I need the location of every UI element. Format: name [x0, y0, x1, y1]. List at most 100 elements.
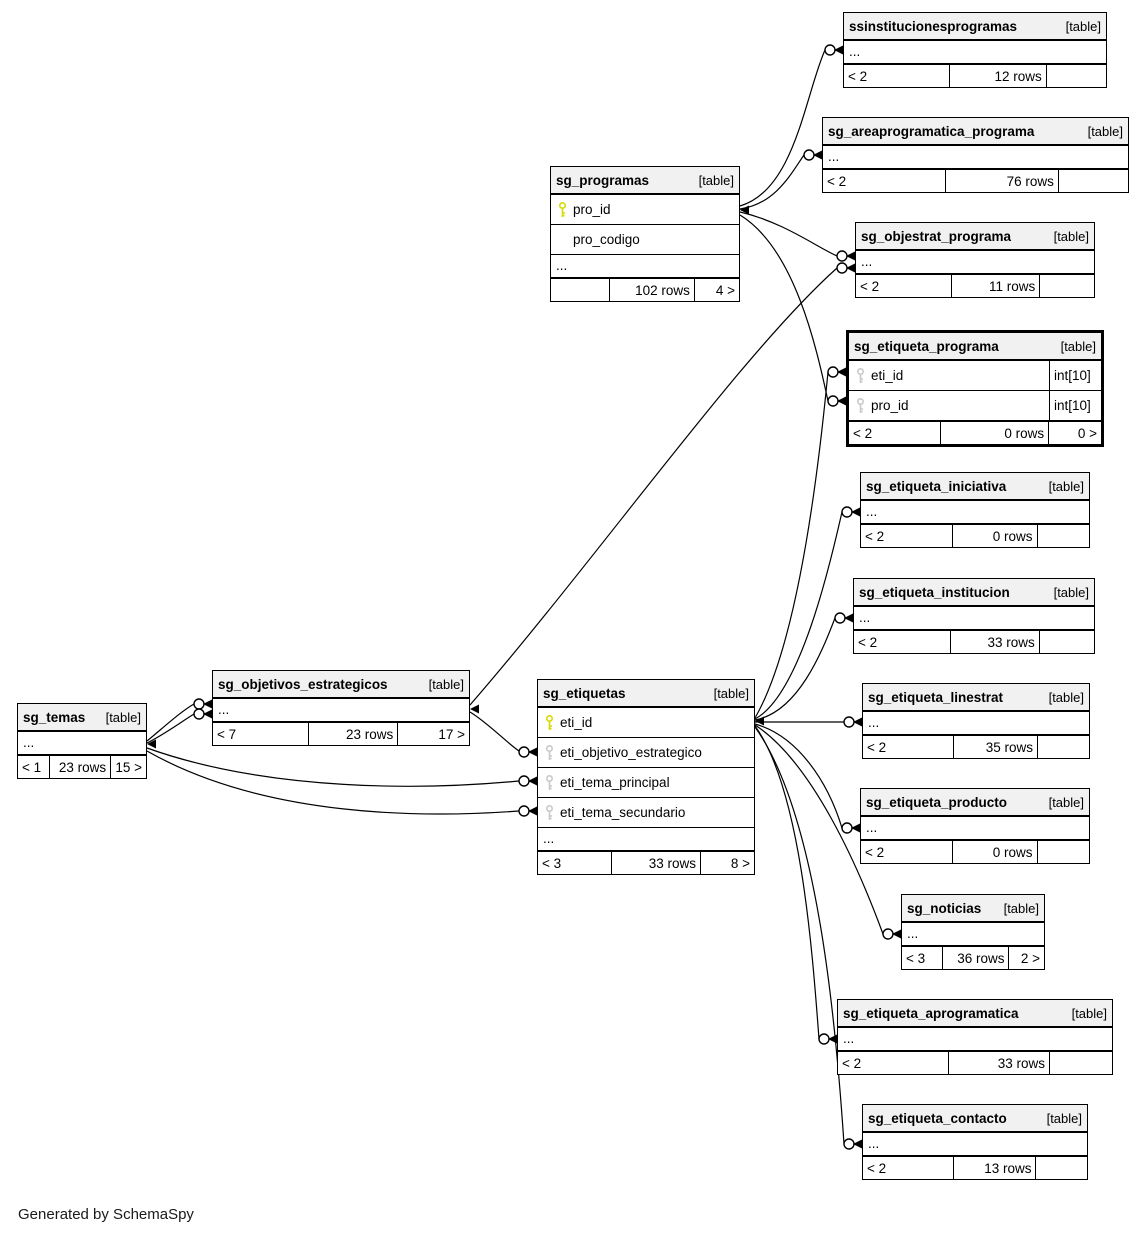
- footer-child-count: 4 >: [693, 278, 739, 302]
- table-sg_etiqueta_producto[interactable]: sg_etiqueta_producto [table] ... < 2 0 r…: [860, 788, 1090, 864]
- table-footer: < 2 11 rows: [856, 274, 1094, 298]
- table-name-link[interactable]: sg_etiqueta_producto: [866, 794, 1008, 810]
- footer-parent-count: < 1: [18, 755, 49, 779]
- table-footer: < 2 13 rows: [863, 1156, 1087, 1180]
- table-footer: < 1 23 rows 15 >: [18, 755, 146, 779]
- table-name-link[interactable]: sg_etiqueta_linestrat: [868, 689, 1004, 705]
- column-name: eti_id: [871, 368, 904, 383]
- generated-by-note: Generated by SchemaSpy: [18, 1206, 194, 1223]
- table-header: sg_etiqueta_iniciativa [table]: [861, 473, 1089, 501]
- hidden-columns-ellipsis: ...: [861, 501, 1089, 524]
- table-footer: < 2 33 rows: [838, 1051, 1112, 1075]
- table-type-tag: [table]: [1065, 18, 1101, 34]
- table-sg_etiquetas[interactable]: sg_etiquetas [table] eti_id eti_objetivo…: [537, 679, 755, 875]
- table-sg_etiqueta_iniciativa[interactable]: sg_etiqueta_iniciativa [table] ... < 2 0…: [860, 472, 1090, 548]
- table-header: ssinstitucionesprogramas [table]: [844, 13, 1106, 41]
- table-footer: < 2 12 rows: [844, 64, 1106, 88]
- footer-row-count: 0 rows: [939, 421, 1049, 445]
- table-footer: < 7 23 rows 17 >: [213, 722, 469, 746]
- footer-child-count: [1036, 840, 1089, 864]
- column-row-eti_id: eti_id int[10]: [849, 361, 1101, 391]
- table-header: sg_objestrat_programa [table]: [856, 223, 1094, 251]
- table-footer: < 2 0 rows 0 >: [849, 421, 1101, 445]
- table-type-tag: [table]: [1087, 123, 1123, 139]
- table-footer: < 2 0 rows: [861, 840, 1089, 864]
- footer-child-count: [1038, 630, 1094, 654]
- table-type-tag: [table]: [428, 676, 464, 692]
- table-sg_objetivos_estrategicos[interactable]: sg_objetivos_estrategicos [table] ... < …: [212, 670, 470, 746]
- table-name-link[interactable]: sg_areaprogramatica_programa: [828, 123, 1035, 139]
- table-name-link[interactable]: sg_objestrat_programa: [861, 228, 1012, 244]
- footer-parent-count: < 2: [861, 524, 953, 548]
- table-sg_etiqueta_institucion[interactable]: sg_etiqueta_institucion [table] ... < 2 …: [853, 578, 1095, 654]
- column-name: eti_id: [560, 715, 593, 730]
- table-name-link[interactable]: sg_etiqueta_institucion: [859, 584, 1010, 600]
- column-name: pro_id: [871, 398, 909, 413]
- footer-row-count: 0 rows: [952, 840, 1037, 864]
- table-type-tag: [table]: [1048, 478, 1084, 494]
- footer-row-count: 102 rows: [609, 278, 694, 302]
- table-header: sg_noticias [table]: [902, 895, 1044, 923]
- table-name-link[interactable]: sg_etiqueta_contacto: [868, 1110, 1007, 1126]
- table-name-link[interactable]: sg_noticias: [907, 900, 982, 916]
- table-header: sg_areaprogramatica_programa [table]: [823, 118, 1128, 146]
- table-name-link[interactable]: sg_etiquetas: [543, 685, 626, 701]
- hidden-columns-ellipsis: ...: [838, 1028, 1112, 1051]
- footer-parent-count: < 7: [213, 722, 308, 746]
- hidden-columns-ellipsis: ...: [844, 41, 1106, 64]
- table-name-link[interactable]: sg_objetivos_estrategicos: [218, 676, 388, 692]
- foreign-key-icon: [849, 397, 871, 414]
- column-row-pro_id: pro_id int[10]: [849, 391, 1101, 421]
- table-name-link[interactable]: sg_etiqueta_iniciativa: [866, 478, 1007, 494]
- table-sg_temas[interactable]: sg_temas [table] ... < 1 23 rows 15 >: [17, 703, 147, 779]
- table-footer: < 3 36 rows 2 >: [902, 946, 1044, 970]
- footer-parent-count: < 2: [863, 735, 954, 759]
- footer-parent-count: < 2: [863, 1156, 953, 1180]
- table-sg_noticias[interactable]: sg_noticias [table] ... < 3 36 rows 2 >: [901, 894, 1045, 970]
- table-name-link[interactable]: sg_etiqueta_programa: [854, 338, 999, 354]
- table-name-link[interactable]: ssinstitucionesprogramas: [849, 18, 1018, 34]
- footer-parent-count: < 3: [538, 851, 612, 875]
- table-sg_etiqueta_contacto[interactable]: sg_etiqueta_contacto [table] ... < 2 13 …: [862, 1104, 1088, 1180]
- table-footer: < 2 35 rows: [863, 735, 1089, 759]
- table-header: sg_etiqueta_institucion [table]: [854, 579, 1094, 607]
- column-name: pro_codigo: [573, 232, 640, 247]
- column-type: int[10]: [1049, 361, 1101, 390]
- column-name: eti_objetivo_estrategico: [560, 745, 702, 760]
- hidden-columns-ellipsis: ...: [213, 699, 469, 722]
- column-row-eti_tema_secundario: eti_tema_secundario: [538, 798, 754, 828]
- table-name-link[interactable]: sg_programas: [556, 172, 650, 188]
- footer-row-count: 23 rows: [48, 755, 111, 779]
- table-type-tag: [table]: [1053, 228, 1089, 244]
- column-name: eti_tema_secundario: [560, 805, 686, 820]
- footer-child-count: [1057, 169, 1128, 193]
- table-name-link[interactable]: sg_temas: [23, 709, 86, 725]
- table-name-link[interactable]: sg_etiqueta_aprogramatica: [843, 1005, 1019, 1021]
- table-ssinstitucionesprogramas[interactable]: ssinstitucionesprogramas [table] ... < 2…: [843, 12, 1107, 88]
- table-type-tag: [table]: [713, 685, 749, 701]
- hidden-columns-ellipsis: ...: [823, 146, 1128, 169]
- footer-row-count: 12 rows: [948, 64, 1046, 88]
- table-footer: < 2 76 rows: [823, 169, 1128, 193]
- table-type-tag: [table]: [1048, 689, 1084, 705]
- table-sg_etiqueta_linestrat[interactable]: sg_etiqueta_linestrat [table] ... < 2 35…: [862, 683, 1090, 759]
- table-footer: 102 rows 4 >: [551, 278, 739, 302]
- table-sg_objestrat_programa[interactable]: sg_objestrat_programa [table] ... < 2 11…: [855, 222, 1095, 298]
- footer-row-count: 36 rows: [941, 946, 1009, 970]
- hidden-columns-ellipsis: ...: [538, 828, 754, 851]
- table-type-tag: [table]: [1048, 794, 1084, 810]
- hidden-columns-ellipsis: ...: [856, 251, 1094, 274]
- table-header: sg_objetivos_estrategicos [table]: [213, 671, 469, 699]
- footer-child-count: [1035, 1156, 1087, 1180]
- table-type-tag: [table]: [1003, 900, 1039, 916]
- hidden-columns-ellipsis: ...: [854, 607, 1094, 630]
- hidden-columns-ellipsis: ...: [861, 817, 1089, 840]
- table-sg_programas[interactable]: sg_programas [table] pro_id pro_codigo .…: [550, 166, 740, 302]
- table-header: sg_etiqueta_producto [table]: [861, 789, 1089, 817]
- column-row-pro_id: pro_id: [551, 195, 739, 225]
- table-sg_areaprogramatica_programa[interactable]: sg_areaprogramatica_programa [table] ...…: [822, 117, 1129, 193]
- table-sg_etiqueta_programa[interactable]: sg_etiqueta_programa [table] eti_id int[…: [846, 330, 1104, 447]
- table-sg_etiqueta_aprogramatica[interactable]: sg_etiqueta_aprogramatica [table] ... < …: [837, 999, 1113, 1075]
- footer-parent-count: < 2: [849, 421, 940, 445]
